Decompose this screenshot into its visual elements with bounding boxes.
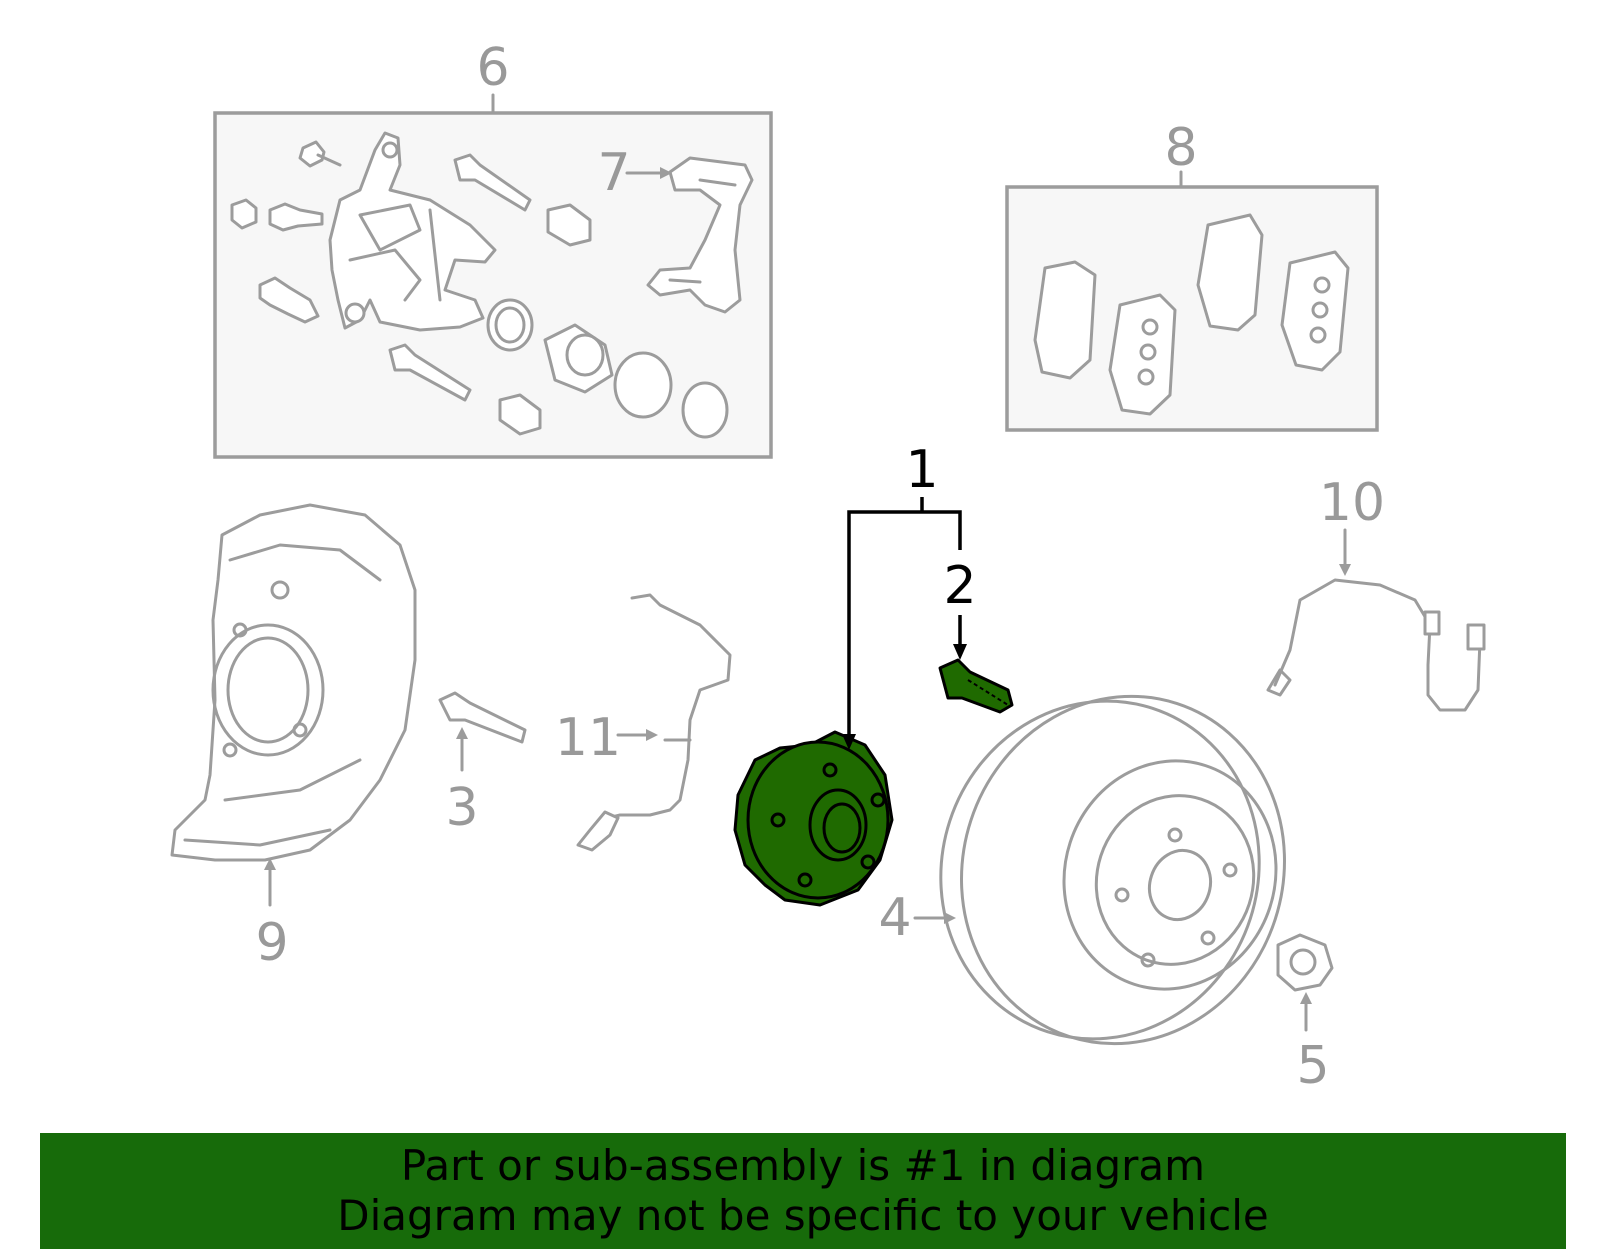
banner-line-1: Part or sub-assembly is #1 in diagram (400, 1141, 1206, 1190)
banner-line-2: Diagram may not be specific to your vehi… (337, 1191, 1269, 1240)
callout-1: 1 (905, 440, 938, 500)
callout-10: 10 (1319, 473, 1385, 533)
callout-3: 3 (445, 778, 478, 838)
callout-4: 4 (878, 888, 911, 948)
callout-11: 11 (555, 708, 621, 768)
info-banner: Part or sub-assembly is #1 in diagram Di… (40, 1133, 1566, 1249)
callout-5: 5 (1296, 1036, 1329, 1096)
brake-pads-box (1005, 170, 1379, 432)
abs-sensor (576, 593, 732, 852)
callout-7: 7 (597, 143, 630, 203)
callout-8: 8 (1164, 118, 1197, 178)
brake-rotor (913, 694, 1286, 1046)
wheel-stud[interactable] (938, 658, 1014, 714)
callout-9: 9 (255, 913, 288, 973)
lug-nut (1276, 933, 1334, 1032)
caliper-assembly-box (213, 93, 773, 459)
brake-hose (1266, 528, 1486, 712)
dust-shield (170, 503, 417, 907)
callout-6: 6 (476, 38, 509, 98)
mounting-bolt (438, 691, 527, 772)
hub-assembly[interactable] (733, 730, 894, 907)
callout-1-leader (842, 497, 967, 750)
callout-2: 2 (943, 556, 976, 616)
